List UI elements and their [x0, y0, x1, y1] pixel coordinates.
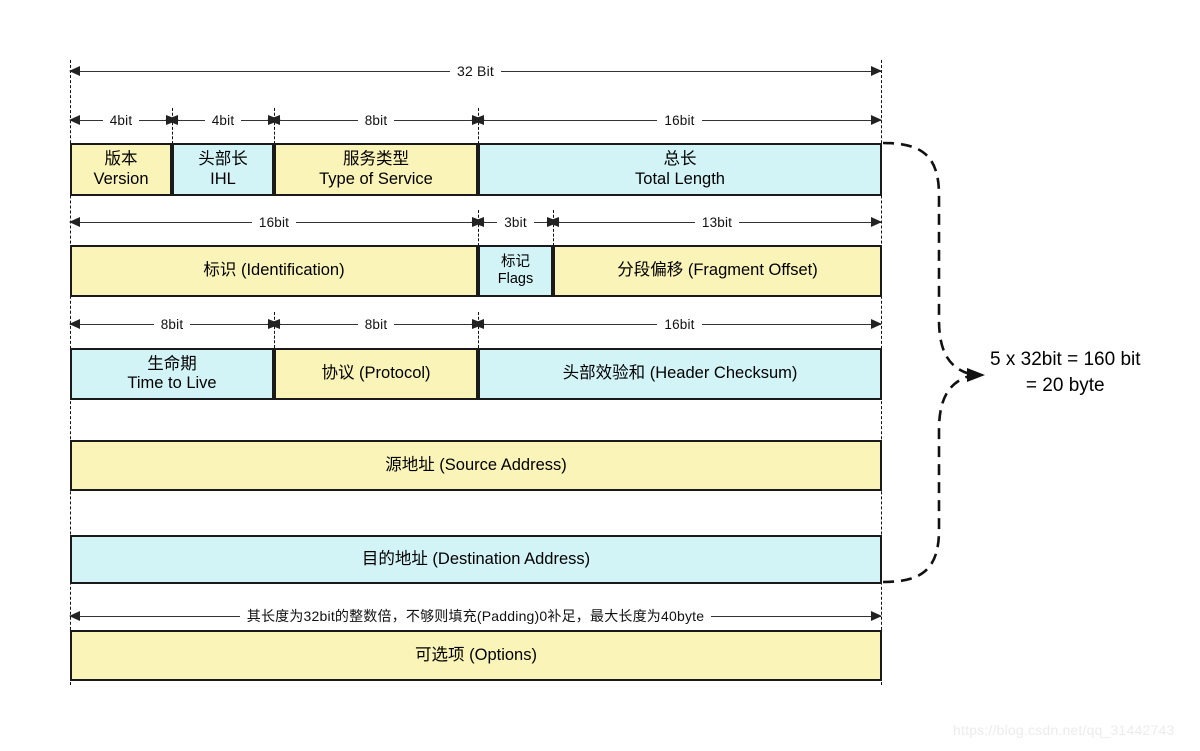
field-header-checksum: 头部效验和 (Header Checksum) — [478, 348, 882, 400]
field-label-cn: 生命期 — [147, 354, 197, 373]
dim-label: 3bit — [497, 214, 534, 230]
field-label-cn: 目的地址 (Destination Address) — [361, 549, 591, 568]
dim-row3-8bit-ttl: 8bit — [69, 315, 281, 333]
arrow-left-icon — [69, 66, 80, 76]
field-label-en: IHL — [210, 169, 236, 188]
field-label-en: Total Length — [635, 169, 725, 188]
dim-row2-3bit-flags: 3bit — [471, 213, 560, 231]
header-size-line1: 5 x 32bit = 160 bit — [990, 349, 1141, 370]
padding-note-label: 其长度为32bit的整数倍，不够则填充(Padding)0补足，最大长度为40b… — [239, 606, 712, 626]
dim-label: 13bit — [694, 214, 740, 230]
dim-label: 32 Bit — [450, 63, 501, 79]
dim-label: 16bit — [657, 112, 702, 128]
arrow-left-icon — [471, 319, 484, 329]
header-size-line2: = 20 byte — [1025, 374, 1105, 396]
field-label-cn: 总长 — [663, 150, 697, 169]
dim-row3-16bit-checksum: 16bit — [471, 315, 882, 333]
dim-row1-4bit-ihl: 4bit — [165, 111, 281, 129]
field-label-cn: 服务类型 — [343, 150, 409, 169]
field-version: 版本 Version — [70, 143, 172, 196]
field-time-to-live: 生命期 Time to Live — [70, 348, 274, 400]
field-label-cn: 可选项 (Options) — [415, 645, 537, 664]
field-identification: 标识 (Identification) — [70, 245, 478, 297]
arrow-right-icon — [871, 319, 882, 329]
dim-total-32bit: 32 Bit — [69, 62, 882, 80]
arrow-left-icon — [471, 115, 484, 125]
dim-label: 4bit — [102, 112, 140, 128]
arrow-right-icon — [871, 611, 882, 621]
dim-row1-8bit-tos: 8bit — [267, 111, 485, 129]
dim-row2-16bit-identification: 16bit — [69, 213, 485, 231]
field-label-en: Version — [93, 169, 149, 188]
field-protocol: 协议 (Protocol) — [274, 348, 478, 400]
field-destination-address: 目的地址 (Destination Address) — [70, 535, 882, 584]
arrow-left-icon — [165, 115, 178, 125]
field-label-cn: 标识 (Identification) — [203, 261, 345, 280]
field-label-cn: 标记 — [501, 253, 530, 270]
brace-arrow-icon — [967, 368, 985, 382]
brace-svg — [882, 141, 985, 584]
watermark: https://blog.csdn.net/qq_31442743 — [953, 722, 1175, 738]
guide-version-ihl — [172, 108, 173, 144]
field-label-cn: 协议 (Protocol) — [321, 364, 431, 383]
arrow-left-icon — [267, 319, 280, 329]
dim-label: 16bit — [657, 316, 702, 332]
arrow-left-icon — [69, 319, 80, 329]
field-label-en: Type of Service — [319, 169, 433, 188]
arrow-left-icon — [546, 217, 559, 227]
dim-row1-4bit-version: 4bit — [69, 111, 179, 129]
field-total-length: 总长 Total Length — [478, 143, 882, 196]
arrow-right-icon — [871, 66, 882, 76]
dim-label: 16bit — [251, 214, 297, 230]
field-fragment-offset: 分段偏移 (Fragment Offset) — [553, 245, 882, 297]
field-label-cn: 头部长 — [198, 150, 248, 169]
field-type-of-service: 服务类型 Type of Service — [274, 143, 478, 196]
dim-row3-8bit-protocol: 8bit — [267, 315, 485, 333]
arrow-left-icon — [69, 611, 80, 621]
guide-flags-frag — [553, 210, 554, 246]
guide-id-flags — [478, 210, 479, 246]
arrow-right-icon — [871, 217, 882, 227]
field-label-cn: 分段偏移 (Fragment Offset) — [617, 261, 818, 280]
guide-proto-cksum — [478, 312, 479, 348]
header-size-brace — [881, 135, 1001, 590]
dim-label: 8bit — [153, 316, 191, 332]
dim-label: 4bit — [204, 112, 242, 128]
brace-lower-path — [882, 373, 974, 584]
dim-label: 8bit — [357, 316, 395, 332]
arrow-left-icon — [267, 115, 280, 125]
field-options: 可选项 (Options) — [70, 630, 882, 681]
dim-row2-13bit-fragment-offset: 13bit — [546, 213, 882, 231]
field-label-cn: 版本 — [104, 150, 138, 169]
dim-options-padding-note: 其长度为32bit的整数倍，不够则填充(Padding)0补足，最大长度为40b… — [69, 606, 882, 626]
arrow-left-icon — [471, 217, 484, 227]
dim-row1-16bit-total: 16bit — [471, 111, 882, 129]
arrow-left-icon — [69, 115, 80, 125]
brace-upper-path — [882, 141, 974, 377]
field-label-cn: 源地址 (Source Address) — [385, 455, 567, 474]
guide-ihl-tos — [274, 108, 275, 144]
field-flags: 标记 Flags — [478, 245, 553, 297]
field-label-en: Flags — [497, 271, 534, 287]
arrow-right-icon — [871, 115, 882, 125]
field-label-en: Time to Live — [127, 374, 217, 392]
arrow-left-icon — [69, 217, 80, 227]
field-source-address: 源地址 (Source Address) — [70, 440, 882, 491]
dim-label: 8bit — [357, 112, 395, 128]
header-size-caption: 5 x 32bit = 160 bit = 20 byte — [990, 347, 1141, 398]
guide-tos-total — [478, 108, 479, 144]
guide-ttl-proto — [274, 312, 275, 348]
field-ihl: 头部长 IHL — [172, 143, 274, 196]
field-label-cn: 头部效验和 (Header Checksum) — [562, 364, 798, 383]
